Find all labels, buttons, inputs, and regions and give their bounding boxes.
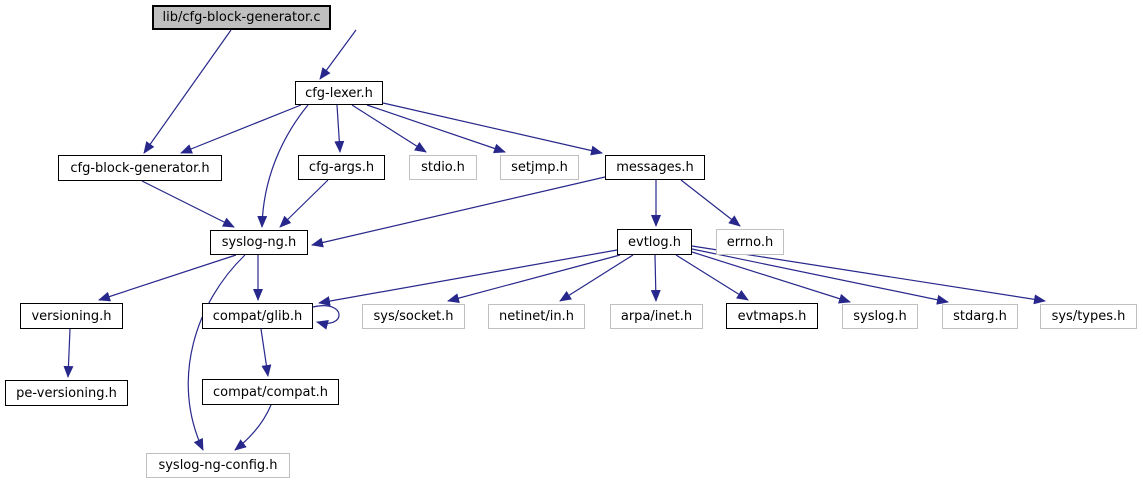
node-compat-glib-h[interactable]: compat/glib.h (202, 303, 313, 329)
edge-cfg-lexer-h-to-cfg-block-generator-h (180, 104, 302, 154)
node-stdarg-h: stdarg.h (942, 304, 1018, 329)
node-pe-versioning-h[interactable]: pe-versioning.h (5, 380, 128, 406)
edge-evtlog-h-to-sys-socket-h (447, 254, 621, 303)
node-errno-h: errno.h (716, 229, 784, 255)
node-label: netinet/in.h (499, 309, 574, 324)
node-label: cfg-lexer.h (305, 85, 373, 101)
node-label: errno.h (726, 234, 774, 250)
node-syslog-ng-config-h: syslog-ng-config.h (146, 453, 290, 478)
node-label: arpa/inet.h (620, 309, 693, 324)
node-sys-socket-h: sys/socket.h (362, 304, 465, 329)
node-sys-types-h: sys/types.h (1040, 304, 1137, 329)
node-evtmaps-h[interactable]: evtmaps.h (726, 303, 818, 329)
node-label: cfg-args.h (308, 160, 375, 175)
edge-messages-h-to-errno-h (680, 179, 741, 227)
node-syslog-h: syslog.h (842, 304, 918, 329)
node-label: syslog.h (853, 309, 907, 324)
edge-evtlog-h-to-syslog-h (691, 251, 851, 304)
edge-cfg-lexer-h-to-stdio-h (351, 104, 427, 153)
node-cfg-args-h[interactable]: cfg-args.h (298, 155, 385, 180)
edge-compat-glib-h-to-compat-glib-h (312, 305, 340, 330)
node-label: compat/glib.h (212, 308, 303, 324)
edge-cfg-lexer-h-to-setjmp-h (366, 104, 506, 154)
node-label: evtlog.h (628, 234, 681, 250)
node-label: versioning.h (31, 308, 112, 324)
node-label: stdio.h (421, 160, 465, 175)
node-label: compat/compat.h (213, 384, 328, 400)
node-syslog-ng-h[interactable]: syslog-ng.h (210, 230, 308, 255)
edge-cfg-args-h-to-syslog-ng-h (279, 179, 329, 228)
node-arpa-inet-h: arpa/inet.h (610, 304, 703, 329)
node-label: sys/socket.h (373, 309, 454, 324)
edge-cfg-lexer-h-to-messages-h (382, 102, 603, 156)
node-cfg-lexer-h[interactable]: cfg-lexer.h (295, 81, 383, 105)
node-label: syslog-ng-config.h (158, 458, 278, 473)
node-label: pe-versioning.h (16, 385, 117, 401)
node-label: stdarg.h (953, 309, 1007, 324)
edge-evtlog-h-to-evtmaps-h (675, 254, 749, 301)
edge-evtlog-h-to-compat-glib-h (318, 249, 618, 306)
node-label: syslog-ng.h (221, 235, 297, 250)
edge-evtlog-h-to-stdarg-h (691, 248, 949, 305)
node-label: evtmaps.h (737, 308, 807, 324)
node-setjmp-h: setjmp.h (500, 155, 579, 180)
node-label: sys/types.h (1051, 309, 1126, 324)
edge-syslog-ng-h-to-versioning-h (98, 254, 237, 302)
node-label: cfg-block-generator.h (70, 160, 210, 176)
node-lib-cfg-block-generator-c: lib/cfg-block-generator.c (152, 5, 331, 30)
edge-cfg-block-generator-h-to-syslog-ng-h (141, 180, 235, 228)
node-label: setjmp.h (511, 160, 568, 175)
edge-syslog-ng-h-to-syslog-ng-config-h (187, 254, 246, 451)
node-compat-compat-h[interactable]: compat/compat.h (202, 379, 339, 405)
node-stdio-h: stdio.h (409, 155, 477, 180)
edge-evtlog-h-to-netinet-in-h (559, 254, 634, 302)
node-label: messages.h (616, 160, 694, 175)
node-evtlog-h[interactable]: evtlog.h (617, 229, 692, 255)
node-versioning-h[interactable]: versioning.h (20, 303, 123, 329)
edge-versioning-h-to-pe-versioning-h (63, 328, 74, 378)
edge-lib-cfg-block-generator-c-to-cfg-block-generator-h (143, 29, 232, 154)
edge-cfg-lexer-h-to-cfg-args-h (334, 104, 345, 153)
node-messages-h[interactable]: messages.h (605, 155, 705, 180)
edge-compat-glib-h-to-compat-compat-h (260, 328, 272, 377)
edge-lib-cfg-block-generator-c-to-cfg-lexer-h (319, 29, 357, 80)
node-cfg-block-generator-h[interactable]: cfg-block-generator.h (58, 155, 222, 181)
node-netinet-in-h: netinet/in.h (488, 304, 585, 329)
edge-messages-h-to-syslog-ng-h (311, 176, 606, 248)
edge-evtlog-h-to-arpa-inet-h (650, 254, 661, 302)
edge-compat-compat-h-to-syslog-ng-config-h (234, 404, 272, 451)
node-label: lib/cfg-block-generator.c (162, 10, 321, 25)
